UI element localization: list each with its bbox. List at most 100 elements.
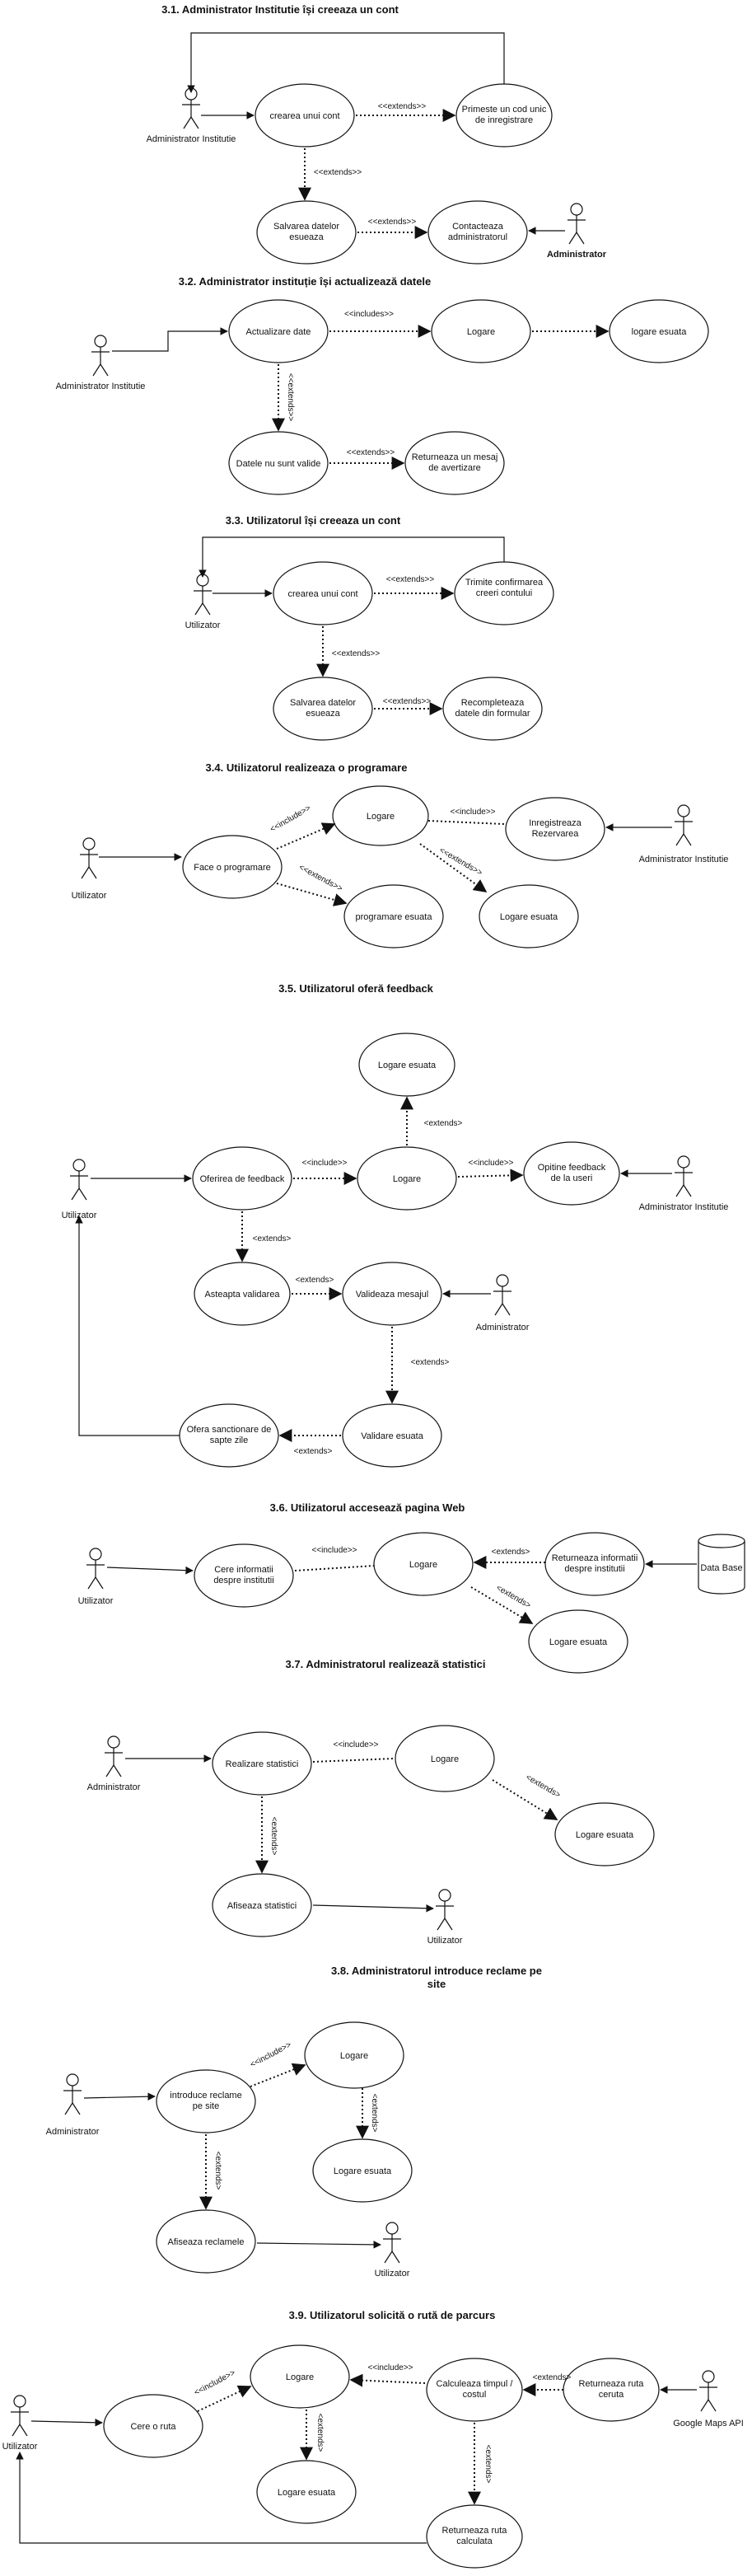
svg-text:<<extends>>: <<extends>> bbox=[383, 697, 432, 706]
section-title: 3.1. Administrator Institutie își creeaz… bbox=[161, 3, 399, 16]
use-case-asteapta-validarea: Asteapta validarea bbox=[194, 1262, 291, 1326]
actor-administrator: Administrator bbox=[46, 2073, 100, 2137]
actor-label: Administrator Institutie bbox=[147, 134, 236, 144]
actor-label: Administrator bbox=[476, 1323, 530, 1332]
use-case-oferirea-de-feedback: Oferirea de feedback bbox=[192, 1146, 292, 1211]
svg-text:Logare esuata: Logare esuata bbox=[549, 1637, 608, 1647]
actor-label: Administrator bbox=[87, 1782, 141, 1792]
actor-administrator: Administrator bbox=[547, 203, 607, 260]
svg-text:<<extends>>: <<extends>> bbox=[378, 102, 427, 111]
use-case-logare: Logare bbox=[395, 1725, 495, 1792]
include-arrow bbox=[457, 1169, 524, 1183]
svg-text:Logare: Logare bbox=[467, 327, 495, 337]
use-case-logare: Logare bbox=[431, 299, 531, 363]
svg-text:<extends>: <extends> bbox=[424, 1119, 463, 1128]
use-case-logare-esuata: Logare esuata bbox=[358, 1033, 455, 1097]
svg-text:Calculeaza timpul /costul: Calculeaza timpul /costul bbox=[437, 2379, 514, 2400]
svg-text:<extends>: <extends> bbox=[524, 1773, 562, 1800]
actor-label: Administrator bbox=[547, 250, 607, 260]
svg-text:<<include>>: <<include>> bbox=[193, 2368, 237, 2398]
svg-text:Logare: Logare bbox=[340, 2051, 368, 2061]
actor-label: Administrator Institutie bbox=[639, 855, 729, 864]
svg-text:Afiseaza statistici: Afiseaza statistici bbox=[227, 1901, 297, 1911]
association-line bbox=[312, 1904, 434, 1913]
actor-utilizator: Utilizator bbox=[427, 1889, 463, 1946]
association-line bbox=[199, 536, 505, 578]
actor-label: Utilizator bbox=[62, 1211, 97, 1220]
section-title: 3.8. Administratorul introduce reclame p… bbox=[331, 1965, 542, 1990]
section-3-6: 3.6. Utilizatorul accesează pagina Web U… bbox=[78, 1501, 745, 1674]
section-3-8: 3.8. Administratorul introduce reclame p… bbox=[46, 1965, 542, 2279]
section-3-7: 3.7. Administratorul realizează statisti… bbox=[87, 1658, 655, 1946]
section-3-1: 3.1. Administrator Institutie își creeaz… bbox=[147, 3, 607, 265]
actor-label: Administrator bbox=[46, 2127, 100, 2137]
svg-text:<<include>>: <<include>> bbox=[301, 1159, 347, 1168]
svg-text:Datele nu sunt valide: Datele nu sunt valide bbox=[236, 459, 321, 469]
use-case-crearea-unui-cont: crearea unui cont bbox=[255, 83, 355, 148]
svg-text:<<includes>>: <<includes>> bbox=[344, 310, 394, 319]
association-line bbox=[83, 2092, 156, 2101]
section-title: 3.2. Administrator instituție își actual… bbox=[179, 275, 432, 288]
svg-text:<<extends>>: <<extends>> bbox=[347, 448, 395, 457]
svg-text:Cere o ruta: Cere o ruta bbox=[130, 2422, 176, 2432]
actor-utilizator: Utilizator bbox=[2, 2395, 38, 2452]
use-case-face-o-programare: Face o programare bbox=[182, 835, 283, 899]
actor-administrator-institutie: Administrator Institutie bbox=[56, 335, 145, 391]
use-case-crearea-unui-cont: crearea unui cont bbox=[273, 561, 373, 625]
actor-administrator-institutie: Administrator Institutie bbox=[639, 804, 729, 864]
svg-text:Logare esuata: Logare esuata bbox=[378, 1061, 437, 1070]
svg-text:Asteapta validarea: Asteapta validarea bbox=[204, 1290, 280, 1300]
actor-label: Administrator Institutie bbox=[639, 1202, 729, 1212]
svg-text:Face o programare: Face o programare bbox=[194, 863, 271, 873]
actor-google-maps-api: Google Maps API bbox=[673, 2370, 744, 2428]
svg-text:<<include>>: <<include>> bbox=[269, 803, 312, 834]
use-case-logare-esuata: Logare esuata bbox=[479, 884, 579, 948]
actor-administrator-institutie: Administrator Institutie bbox=[639, 1155, 729, 1212]
svg-text:Actualizare date: Actualizare date bbox=[246, 327, 311, 337]
svg-text:logare esuata: logare esuata bbox=[632, 327, 688, 337]
svg-text:<extends>: <extends> bbox=[213, 2152, 222, 2190]
actor-label: Google Maps API bbox=[673, 2419, 744, 2428]
svg-text:Logare: Logare bbox=[393, 1174, 421, 1184]
use-case-validare-esuata: Validare esuata bbox=[342, 1403, 442, 1468]
section-3-5: 3.5. Utilizatorul oferă feedback Utiliza… bbox=[62, 982, 729, 1468]
use-case-programare-esuata: programare esuata bbox=[343, 884, 444, 948]
include-arrow bbox=[250, 2063, 306, 2087]
svg-text:<extends>: <extends> bbox=[483, 2445, 493, 2484]
svg-text:Logare esuata: Logare esuata bbox=[576, 1830, 634, 1840]
section-3-2: 3.2. Administrator instituție își actual… bbox=[56, 275, 709, 495]
use-case-logare-esuata: Logare esuata bbox=[528, 1609, 628, 1674]
svg-text:<extends>: <extends> bbox=[269, 1817, 278, 1856]
svg-text:<extends>: <extends> bbox=[492, 1548, 530, 1557]
actor-utilizator: Utilizator bbox=[72, 837, 107, 901]
include-arrow bbox=[276, 822, 336, 850]
use-case-afiseaza-reclamele: Afiseaza reclamele bbox=[156, 2209, 256, 2274]
use-case-afiseaza-statistici: Afiseaza statistici bbox=[212, 1873, 312, 1937]
section-3-9: 3.9. Utilizatorul solicită o rută de par… bbox=[2, 2309, 744, 2569]
actor-label: Utilizator bbox=[375, 2269, 410, 2279]
svg-text:<<extends>>: <<extends>> bbox=[286, 373, 295, 422]
section-title: 3.9. Utilizatorul solicită o rută de par… bbox=[289, 2309, 496, 2321]
actor-label: Utilizator bbox=[78, 1596, 114, 1606]
svg-text:<extends>: <extends> bbox=[370, 2094, 379, 2133]
svg-text:Logare: Logare bbox=[367, 812, 395, 822]
